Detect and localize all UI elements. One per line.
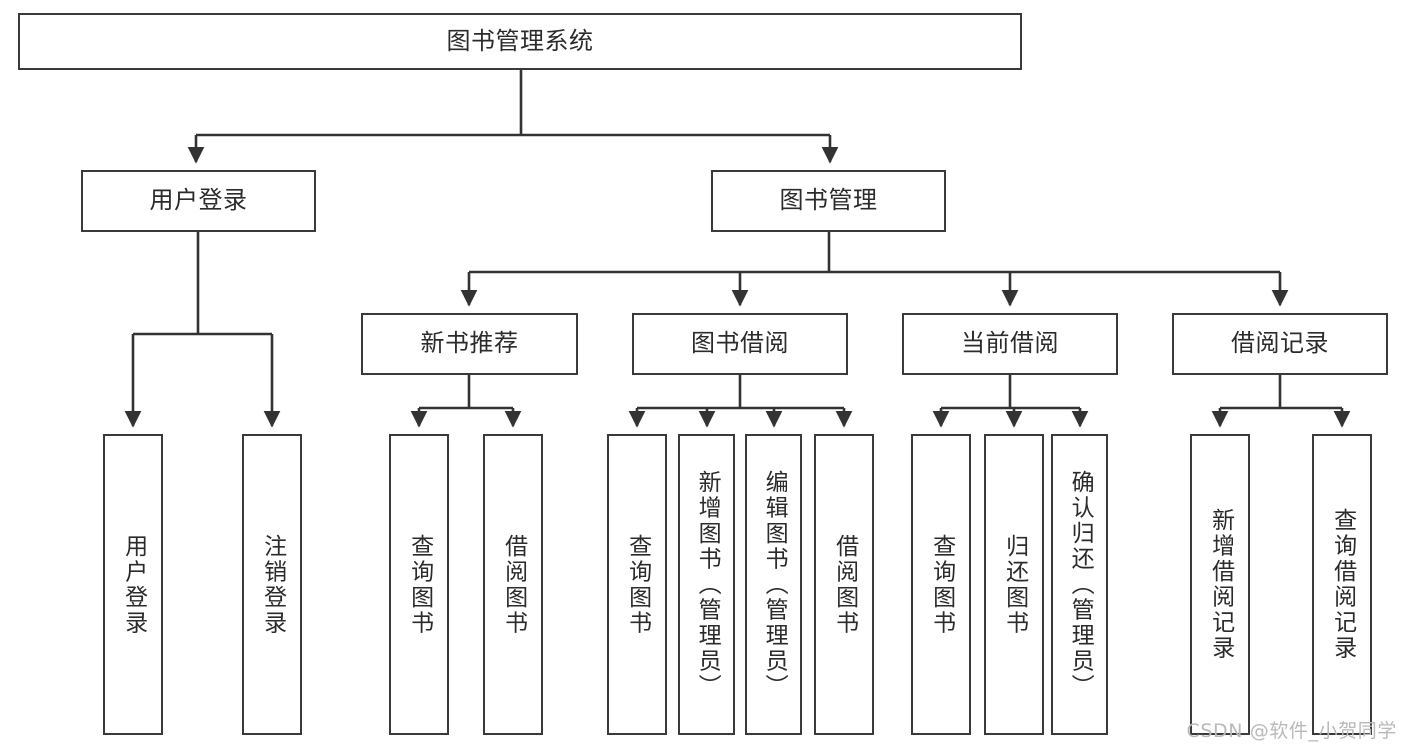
leaf-query-book-3[interactable]: 查询图书 bbox=[911, 434, 971, 735]
node-current-borrow-label: 当前借阅 bbox=[961, 329, 1059, 358]
node-book-management[interactable]: 图书管理 bbox=[711, 170, 946, 232]
leaf-add-book-admin[interactable]: 新增图书（管理员） bbox=[678, 434, 735, 735]
node-new-book-recommend-label: 新书推荐 bbox=[420, 329, 519, 358]
leaf-add-borrow-record[interactable]: 新增借阅记录 bbox=[1190, 434, 1250, 735]
leaf-borrow-book-2[interactable]: 借阅图书 bbox=[814, 434, 874, 735]
node-user-login[interactable]: 用户登录 bbox=[81, 170, 316, 232]
node-root-label: 图书管理系统 bbox=[446, 26, 594, 55]
leaf-return-book-label: 归还图书 bbox=[1001, 533, 1028, 636]
leaf-query-book-3-label: 查询图书 bbox=[928, 533, 955, 636]
node-book-borrow[interactable]: 图书借阅 bbox=[632, 313, 848, 375]
node-book-management-label: 图书管理 bbox=[779, 186, 878, 215]
node-borrow-record-label: 借阅记录 bbox=[1231, 329, 1329, 358]
leaf-borrow-book-1[interactable]: 借阅图书 bbox=[483, 434, 543, 735]
leaf-query-borrow-record[interactable]: 查询借阅记录 bbox=[1312, 434, 1372, 735]
leaf-add-borrow-record-label: 新增借阅记录 bbox=[1207, 508, 1234, 661]
leaf-borrow-book-1-label: 借阅图书 bbox=[500, 533, 527, 636]
node-user-login-label: 用户登录 bbox=[149, 186, 248, 215]
node-root[interactable]: 图书管理系统 bbox=[18, 13, 1022, 70]
leaf-user-login-label: 用户登录 bbox=[120, 533, 147, 636]
leaf-query-book-2[interactable]: 查询图书 bbox=[607, 434, 667, 735]
leaf-query-book-1[interactable]: 查询图书 bbox=[389, 434, 449, 735]
leaf-user-login[interactable]: 用户登录 bbox=[103, 434, 163, 735]
leaf-logout-label: 注销登录 bbox=[259, 533, 286, 636]
leaf-confirm-return-admin-label: 确认归还（管理员） bbox=[1067, 469, 1094, 700]
leaf-confirm-return-admin[interactable]: 确认归还（管理员） bbox=[1051, 434, 1108, 735]
leaf-return-book[interactable]: 归还图书 bbox=[984, 434, 1044, 735]
leaf-query-book-1-label: 查询图书 bbox=[406, 533, 433, 636]
leaf-borrow-book-2-label: 借阅图书 bbox=[831, 533, 858, 636]
watermark-text: CSDN @软件_小贺同学 bbox=[1186, 720, 1397, 742]
leaf-query-borrow-record-label: 查询借阅记录 bbox=[1329, 508, 1356, 661]
leaf-query-book-2-label: 查询图书 bbox=[624, 533, 651, 636]
node-new-book-recommend[interactable]: 新书推荐 bbox=[361, 313, 578, 375]
leaf-edit-book-admin[interactable]: 编辑图书（管理员） bbox=[745, 434, 802, 735]
node-book-borrow-label: 图书借阅 bbox=[691, 329, 789, 358]
node-borrow-record[interactable]: 借阅记录 bbox=[1172, 313, 1388, 375]
node-current-borrow[interactable]: 当前借阅 bbox=[902, 313, 1118, 375]
leaf-logout[interactable]: 注销登录 bbox=[242, 434, 302, 735]
leaf-edit-book-admin-label: 编辑图书（管理员） bbox=[761, 469, 788, 700]
leaf-add-book-admin-label: 新增图书（管理员） bbox=[694, 469, 721, 700]
